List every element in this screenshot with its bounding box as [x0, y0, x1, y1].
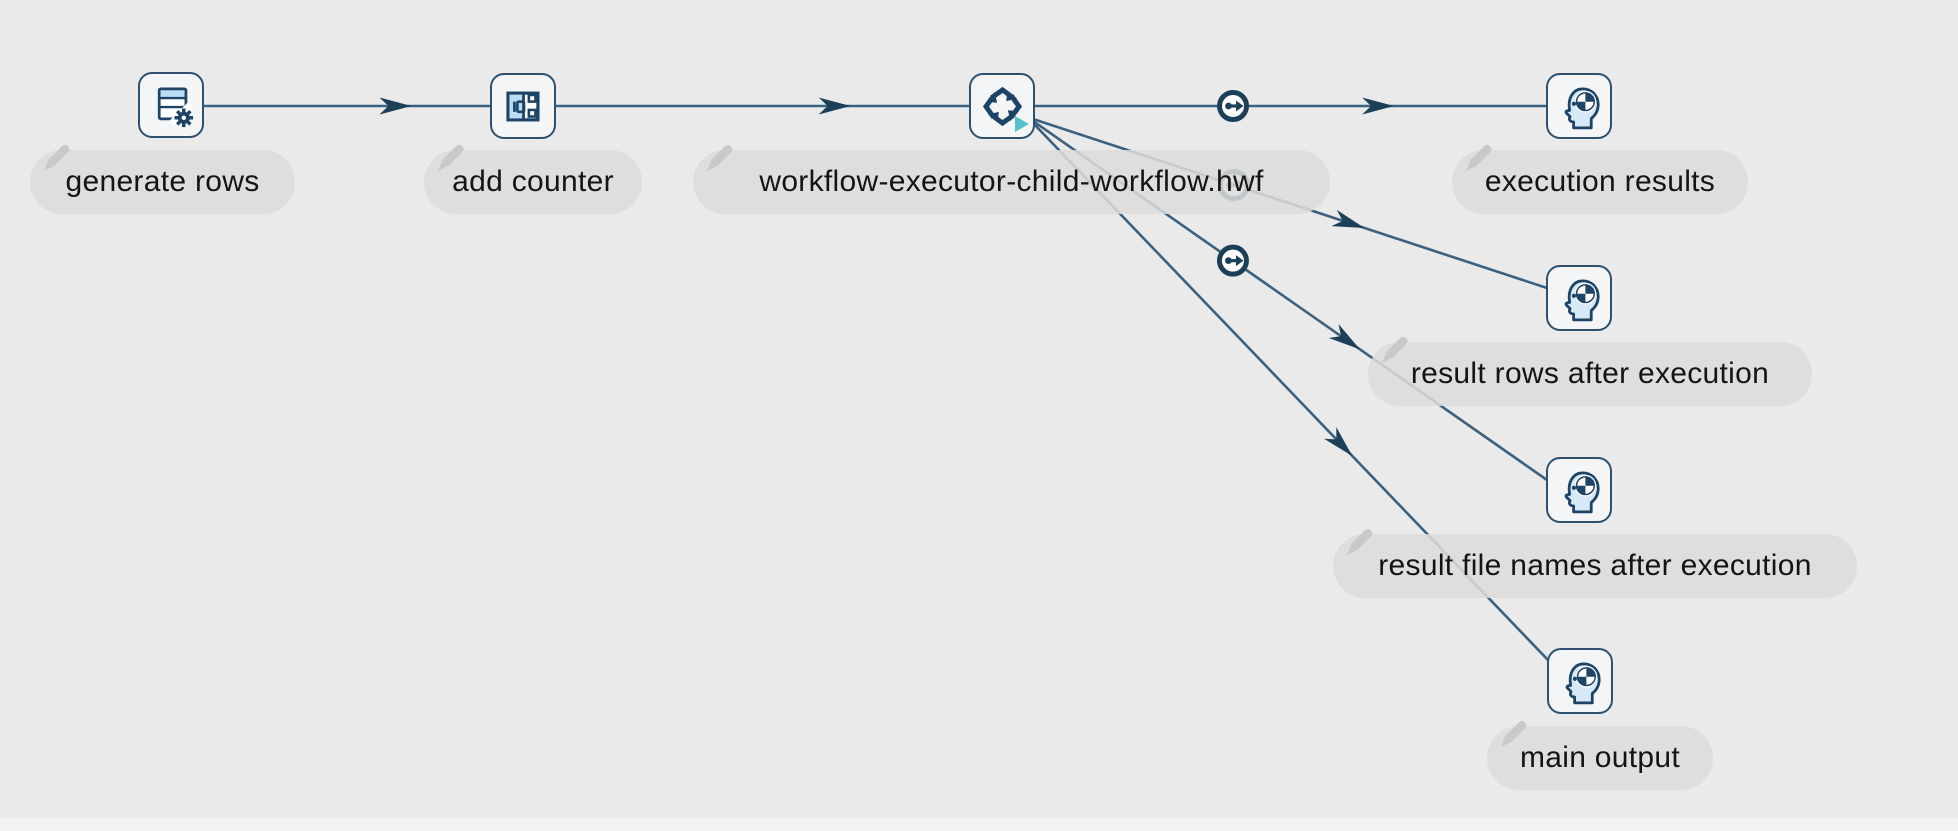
edit-pencil-icon[interactable]	[701, 138, 737, 174]
head-view-icon	[1556, 467, 1603, 514]
node-label-text: main output	[1519, 741, 1681, 774]
edit-pencil-icon[interactable]	[1495, 714, 1531, 750]
node-label-workflow-executor[interactable]: workflow-executor-child-workflow.hwf	[693, 150, 1330, 214]
node-label-add-counter[interactable]: add counter	[424, 150, 642, 214]
table-gear-icon	[148, 82, 195, 129]
node-generate-rows[interactable]	[138, 72, 204, 138]
node-add-counter[interactable]	[490, 73, 556, 139]
edge-arrowhead-icon	[1362, 97, 1395, 115]
node-label-text: result file names after execution	[1378, 549, 1812, 582]
edge-arrowhead-icon	[1328, 324, 1360, 350]
edge-arrowhead-icon	[379, 97, 412, 115]
edit-pencil-icon[interactable]	[38, 138, 74, 174]
node-label-main-output[interactable]: main output	[1487, 726, 1713, 790]
node-result-rows[interactable]	[1546, 265, 1612, 331]
io-module-icon	[500, 83, 547, 130]
edit-pencil-icon[interactable]	[1376, 330, 1412, 366]
node-label-text: workflow-executor-child-workflow.hwf	[759, 165, 1264, 198]
head-view-icon	[1556, 83, 1603, 130]
edit-pencil-icon[interactable]	[432, 138, 468, 174]
node-label-text: generate rows	[65, 165, 260, 198]
node-label-result-file-names[interactable]: result file names after execution	[1333, 534, 1857, 598]
flow-port-icon	[1216, 244, 1249, 277]
node-label-result-rows[interactable]: result rows after execution	[1368, 342, 1812, 406]
edge-arrowhead-icon	[1331, 209, 1365, 229]
flow-port-icon	[1217, 90, 1250, 122]
node-workflow-executor[interactable]	[969, 73, 1035, 139]
head-view-icon	[1556, 275, 1603, 322]
canvas-bottom-strip	[0, 818, 1958, 831]
node-label-execution-results[interactable]: execution results	[1452, 150, 1748, 214]
node-execution-results[interactable]	[1546, 73, 1612, 139]
node-label-text: result rows after execution	[1410, 357, 1770, 390]
node-label-text: execution results	[1484, 165, 1716, 198]
head-view-icon	[1557, 658, 1604, 705]
edit-pencil-icon[interactable]	[1341, 522, 1377, 558]
node-result-file-names[interactable]	[1546, 457, 1612, 523]
node-label-text: add counter	[452, 165, 614, 198]
edit-pencil-icon[interactable]	[1460, 138, 1496, 174]
node-main-output[interactable]	[1547, 648, 1613, 714]
play-icon	[1014, 115, 1030, 133]
node-label-generate-rows[interactable]: generate rows	[30, 150, 295, 214]
edge-arrowhead-icon	[1324, 426, 1353, 456]
edge-arrowhead-icon	[818, 97, 851, 115]
